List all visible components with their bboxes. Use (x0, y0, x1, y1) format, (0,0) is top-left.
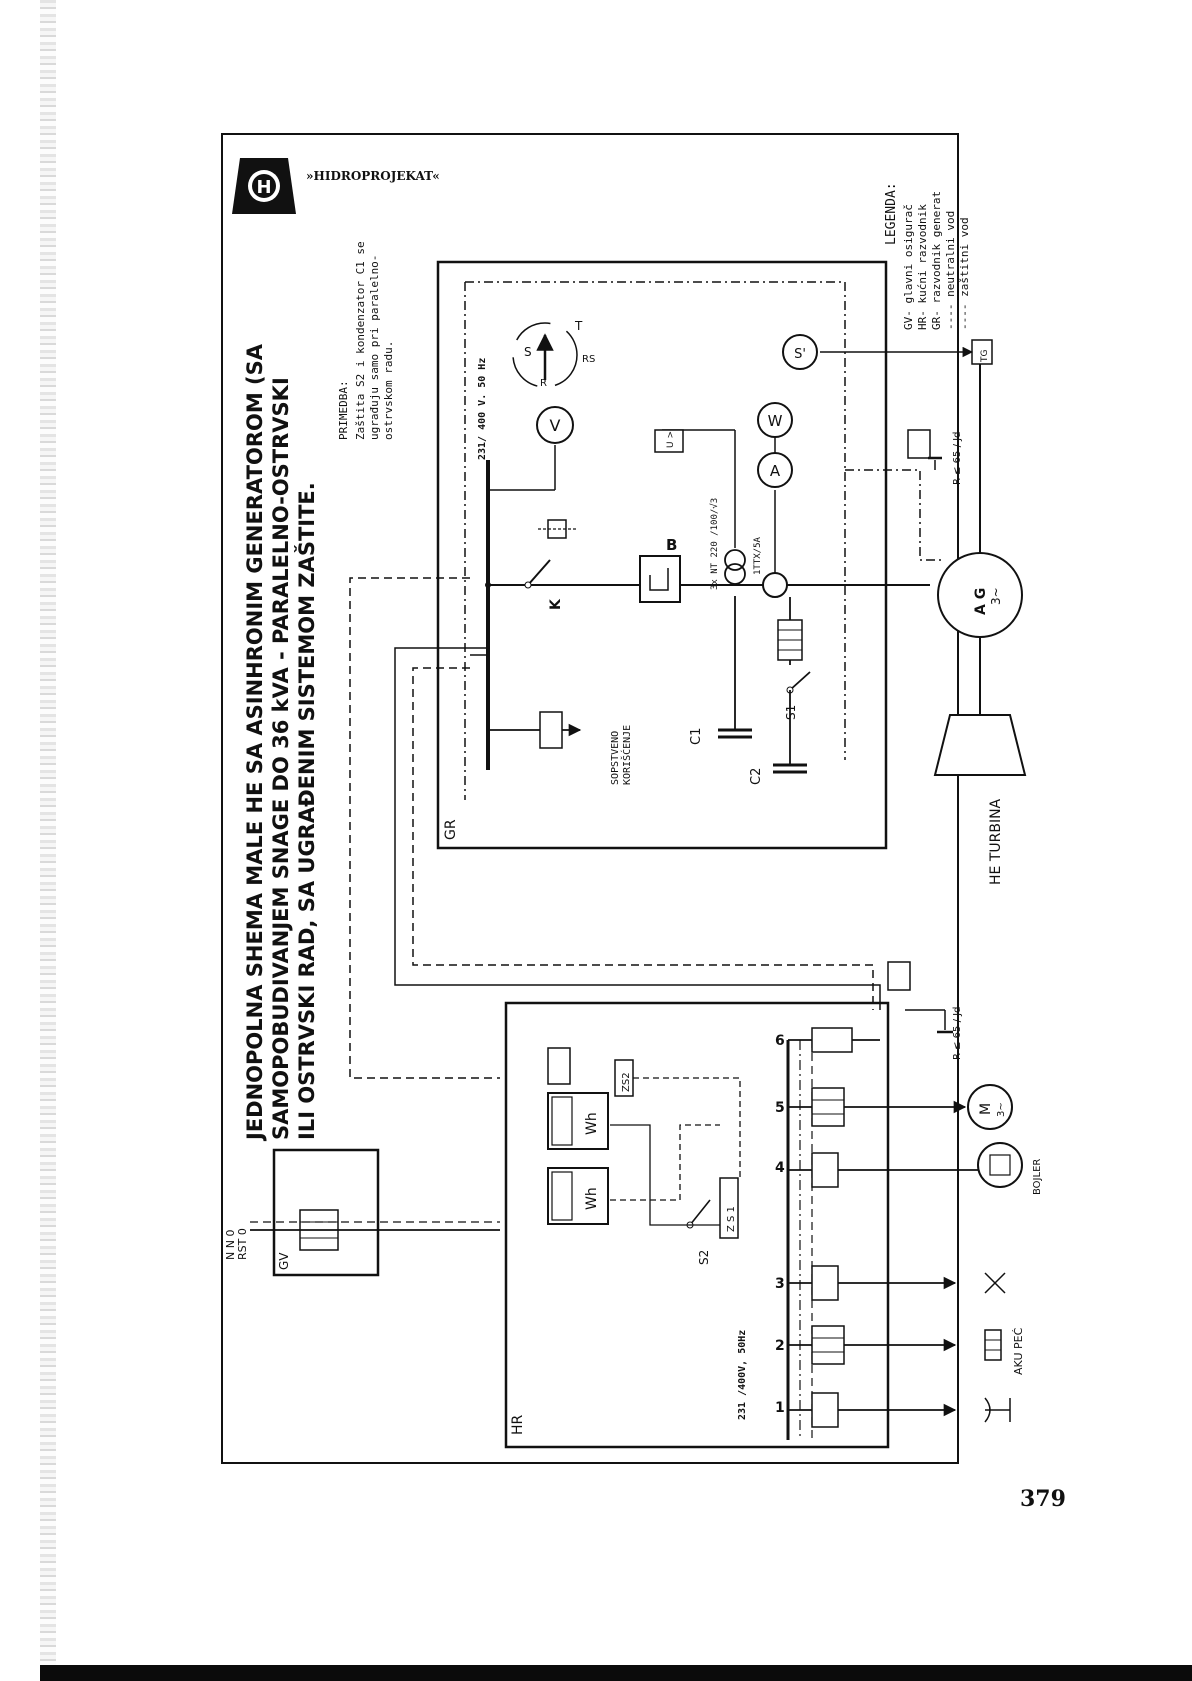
legend-item-protective: ---- zaštitni vod (958, 217, 971, 330)
meter-1: Wh (547, 1092, 609, 1150)
s2-label: S2 (697, 1250, 711, 1265)
supply-bottom: RST 0 (236, 1228, 249, 1260)
zs1-box (719, 1177, 739, 1239)
note-line-3: ostrvskom radu. (382, 341, 395, 440)
feeder-2: 2 (775, 1325, 957, 1365)
diagram-frame (221, 133, 959, 1464)
switch-s1-label: S1 (784, 705, 798, 720)
svg-text:Wh: Wh (584, 1112, 600, 1135)
gr-inner-dashed (464, 281, 846, 800)
svg-text:6: 6 (775, 1033, 785, 1049)
motor-load: M 3~ (967, 1084, 1013, 1130)
motor-label: M (978, 1103, 994, 1115)
gr-box-label: GR (443, 819, 459, 840)
feeder-5: 5 (775, 1087, 967, 1127)
company-name: »HIDROPROJEKAT« (306, 169, 440, 183)
bottom-band (40, 1665, 1192, 1681)
gr-bus-voltage: 231/ 400 V. 50 Hz (477, 358, 488, 460)
hr-box (504, 1001, 890, 1449)
meter-2: Wh (547, 1167, 609, 1225)
storage-heater-load: AKU PEĆ (984, 1327, 1025, 1375)
note-heading: PRIMEDBA: (337, 380, 350, 440)
ammeter-label: A (770, 462, 781, 480)
antenna-load (984, 1397, 1011, 1423)
svg-text:Wh: Wh (584, 1187, 600, 1210)
gv-box-label: GV (277, 1252, 291, 1270)
turbine-symbol (933, 714, 1027, 776)
earth-label-gr: R ≤ 65 / Jd (952, 432, 963, 485)
feeder-6: 6 (775, 1027, 880, 1053)
cross-load (984, 1272, 1006, 1294)
boiler-label: BOJLER (1032, 1159, 1043, 1195)
title-line-2: SAMOPOBUDIVANJEM SNAGE DO 36 kVA - PARAL… (269, 377, 293, 1140)
svg-text:3: 3 (775, 1276, 785, 1292)
hr-box-label: HR (510, 1414, 526, 1435)
interconnect-solid (394, 647, 881, 1010)
relay-box-label: U > (666, 431, 676, 448)
relay-box (654, 429, 684, 453)
generator-label: A G (973, 588, 989, 615)
page-number: 379 (1020, 1486, 1066, 1512)
legend-item-gv: GV- glavni osigurač (902, 204, 915, 330)
gr-box (436, 260, 888, 850)
title-block: JEDNOPOLNA SHEMA MALE HE SA ASINHRONIM G… (243, 343, 319, 1142)
scan-edge (40, 0, 56, 1681)
earth-label-hr: R ≤ 65 / Jd (952, 1007, 963, 1060)
wattmeter-label: W (768, 412, 783, 430)
zs1-label: Z S 1 (726, 1206, 737, 1232)
feeder-4: 4 (775, 1152, 980, 1188)
svg-text:1: 1 (775, 1400, 785, 1416)
sensor-symbol (782, 334, 818, 370)
turbine-label: HE TURBINA (988, 798, 1004, 885)
note-block: PRIMEDBA: Zaštita S2 i kondenzator C1 se… (337, 241, 395, 440)
voltmeter-selector: S R T RS (512, 319, 595, 389)
breaker-symbol (639, 555, 681, 603)
legend-block: LEGENDA: GV- glavni osigurač HR- kućni r… (884, 182, 971, 330)
svg-text:R: R (540, 378, 547, 389)
contactor-label: K (548, 598, 564, 610)
own-use-label-1: SOPSTVENO (610, 731, 621, 785)
hidroprojekat-logo: H (232, 158, 296, 214)
logo-letter: H (256, 177, 271, 198)
svg-text:4: 4 (775, 1160, 785, 1176)
storage-heater-label: AKU PEĆ (1012, 1327, 1025, 1375)
legend-item-neutral: ---- neutralni vod (944, 211, 957, 330)
vt-label: 3x NT 220 /100/√3 (709, 498, 720, 590)
cap-c2-label: C2 (749, 768, 764, 785)
interconnect-dashed-2 (412, 667, 874, 1010)
gv-box (272, 1148, 380, 1277)
svg-text:RS: RS (582, 354, 595, 365)
ct-label: 1TTX/5A (753, 536, 763, 575)
svg-text:S: S (524, 345, 532, 359)
own-use-label-2: KORIŠĆENJE (620, 725, 633, 785)
voltmeter-symbol (536, 406, 574, 444)
sensor-label: S' (794, 347, 806, 362)
ct-symbol (762, 572, 788, 598)
svg-text:T: T (574, 319, 583, 333)
supply-top: N N 0 (224, 1230, 237, 1260)
motor-phase: 3~ (996, 1102, 1007, 1117)
title-line-3: ILI OSTRVSKI RAD, SA UGRAĐENIM SISTEMOM … (294, 482, 319, 1140)
feeder-1: 1 (775, 1392, 957, 1428)
zs2-label: ZS2 (621, 1072, 632, 1092)
svg-text:5: 5 (775, 1100, 785, 1116)
boiler-load: BOJLER (977, 1142, 1043, 1195)
voltmeter-label: V (550, 416, 561, 435)
interconnect-dashed-1 (349, 577, 500, 1079)
feeder-3: 3 (775, 1265, 957, 1301)
svg-text:2: 2 (775, 1338, 785, 1354)
hr-bus-voltage: 231 /400V, 50Hz (737, 1330, 748, 1420)
note-line-2: ugrađuju samo pri paralelno- (368, 255, 381, 440)
cap-c1-label: C1 (689, 728, 704, 745)
tg-label: TG (980, 350, 990, 363)
title-line-1: JEDNOPOLNA SHEMA MALE HE SA ASINHRONIM G… (243, 343, 267, 1142)
legend-heading: LEGENDA: (884, 182, 899, 245)
legend-item-gr: GR- razvodnik generat (930, 191, 943, 330)
breaker-label: B (666, 536, 677, 554)
generator-phase: 3~ (989, 587, 1003, 605)
wattmeter-symbol (757, 402, 793, 438)
note-line-1: Zaštita S2 i kondenzator C1 se (354, 241, 367, 440)
legend-item-hr: HR- kućni razvodnik (916, 204, 929, 330)
